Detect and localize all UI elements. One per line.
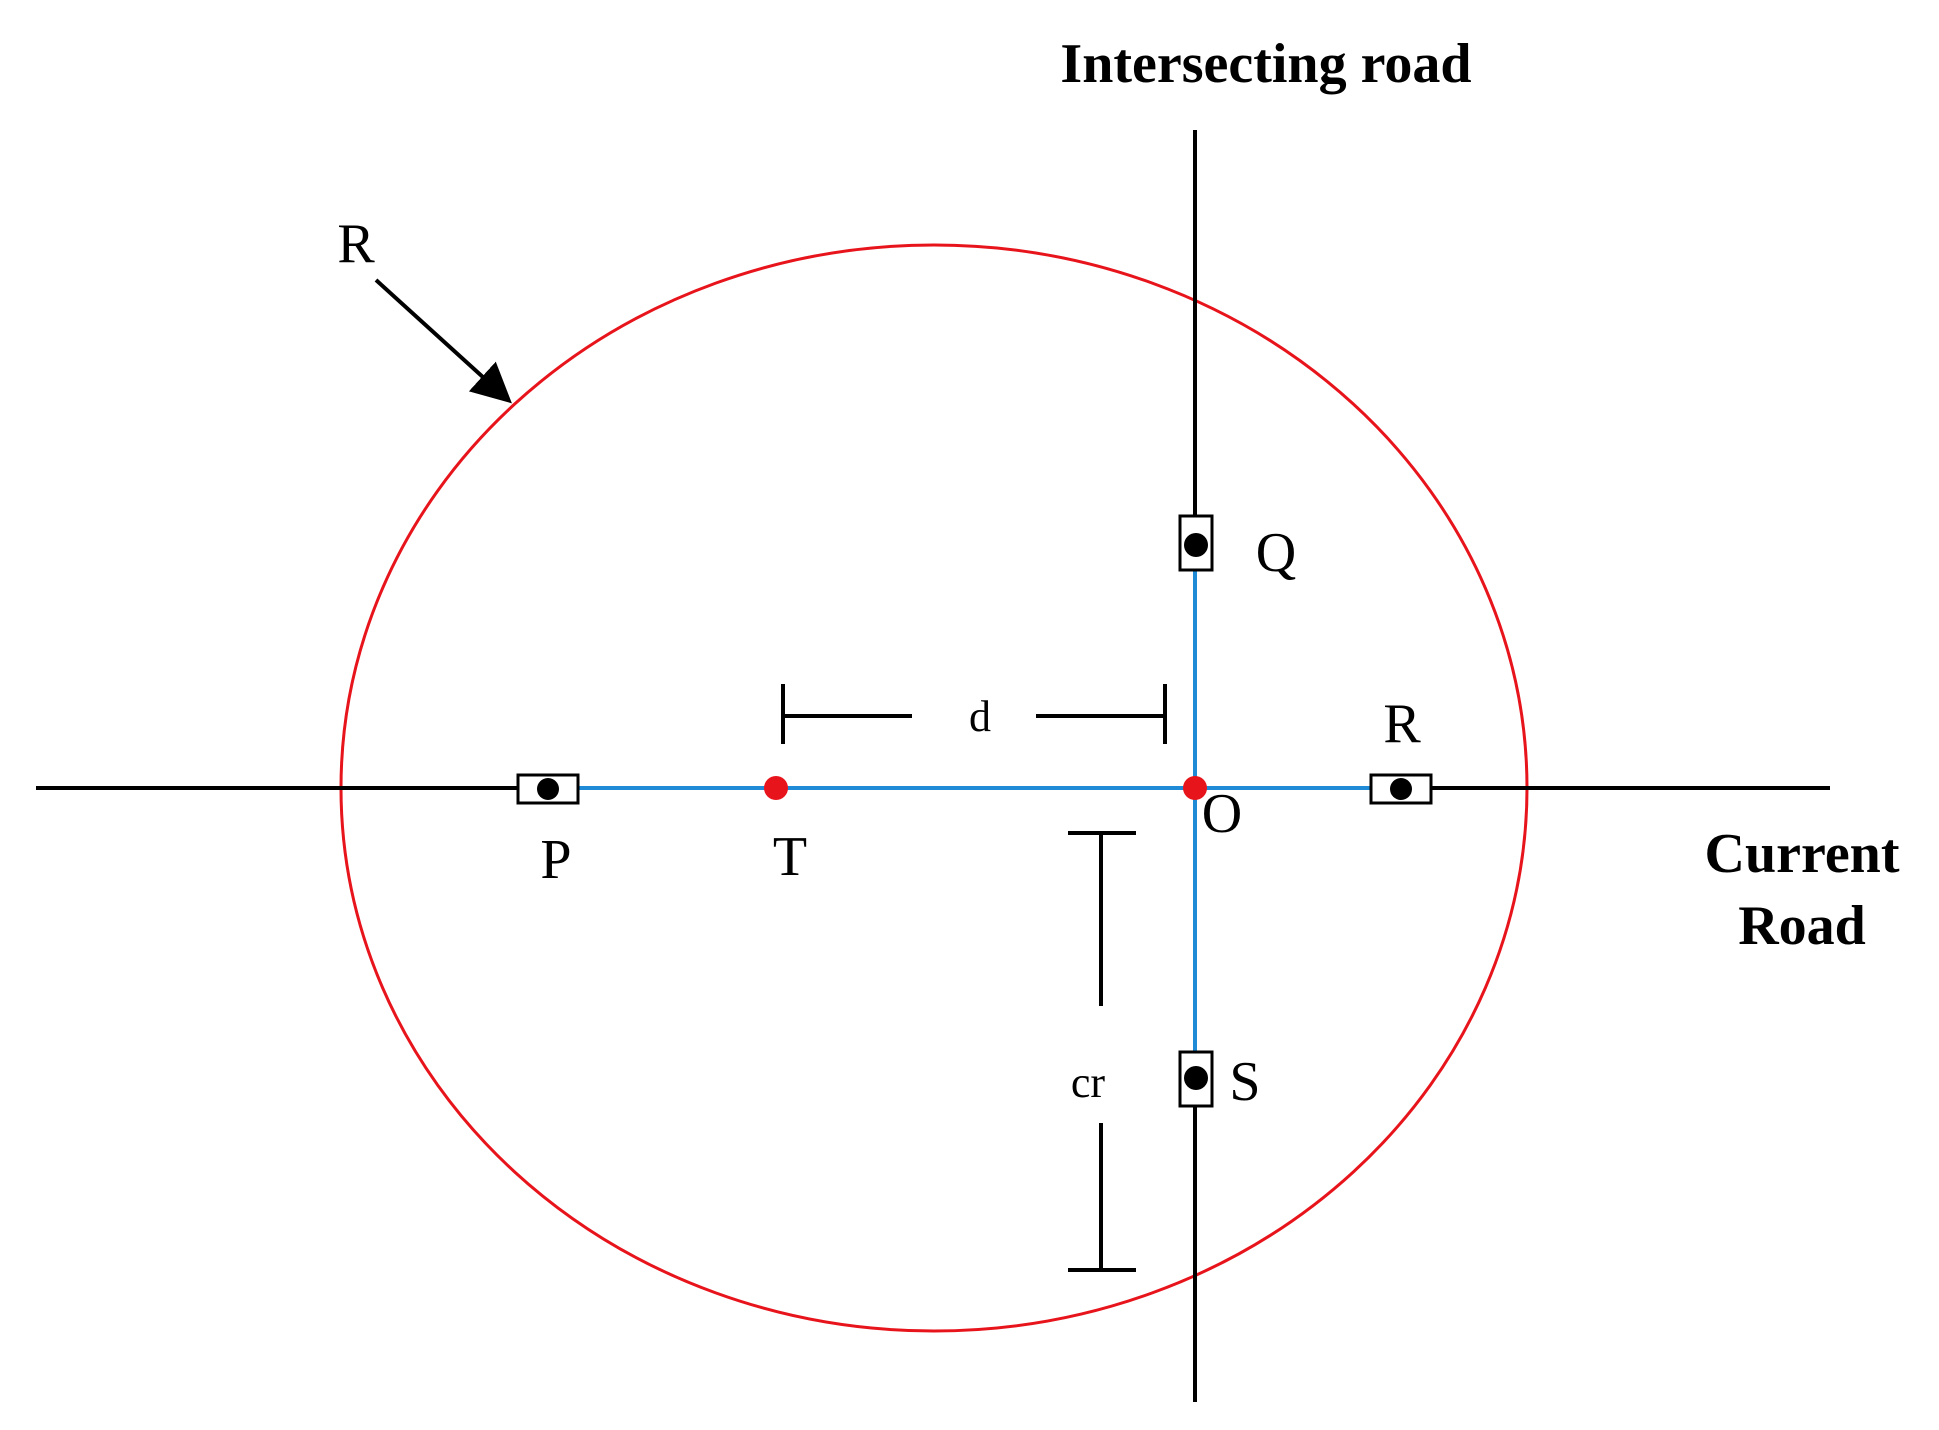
vehicle-q-label: Q <box>1256 522 1296 584</box>
vehicle-r-label: R <box>1383 693 1421 755</box>
distance-d-label: d <box>969 692 991 741</box>
range-pointer-arrow <box>374 278 512 404</box>
node-o <box>1183 776 1207 800</box>
node-o-label: O <box>1202 783 1242 845</box>
vehicle-s <box>1178 1050 1214 1108</box>
coverage-radius-cr-label: cr <box>1071 1058 1106 1107</box>
distance-d-marker <box>781 684 1167 744</box>
current-road-title-line2: Road <box>1738 895 1866 957</box>
intersecting-road-title: Intersecting road <box>1060 33 1471 95</box>
node-t-label: T <box>773 826 807 888</box>
range-label: R <box>337 213 375 275</box>
node-t <box>764 776 788 800</box>
current-road-title-line1: Current <box>1705 823 1900 885</box>
coverage-radius-cr-marker <box>1068 831 1136 1272</box>
vehicle-s-label: S <box>1229 1051 1260 1113</box>
vehicle-p <box>516 773 580 805</box>
vehicle-r <box>1369 773 1433 805</box>
vehicle-q <box>1178 514 1214 572</box>
vehicle-p-label: P <box>540 829 571 891</box>
